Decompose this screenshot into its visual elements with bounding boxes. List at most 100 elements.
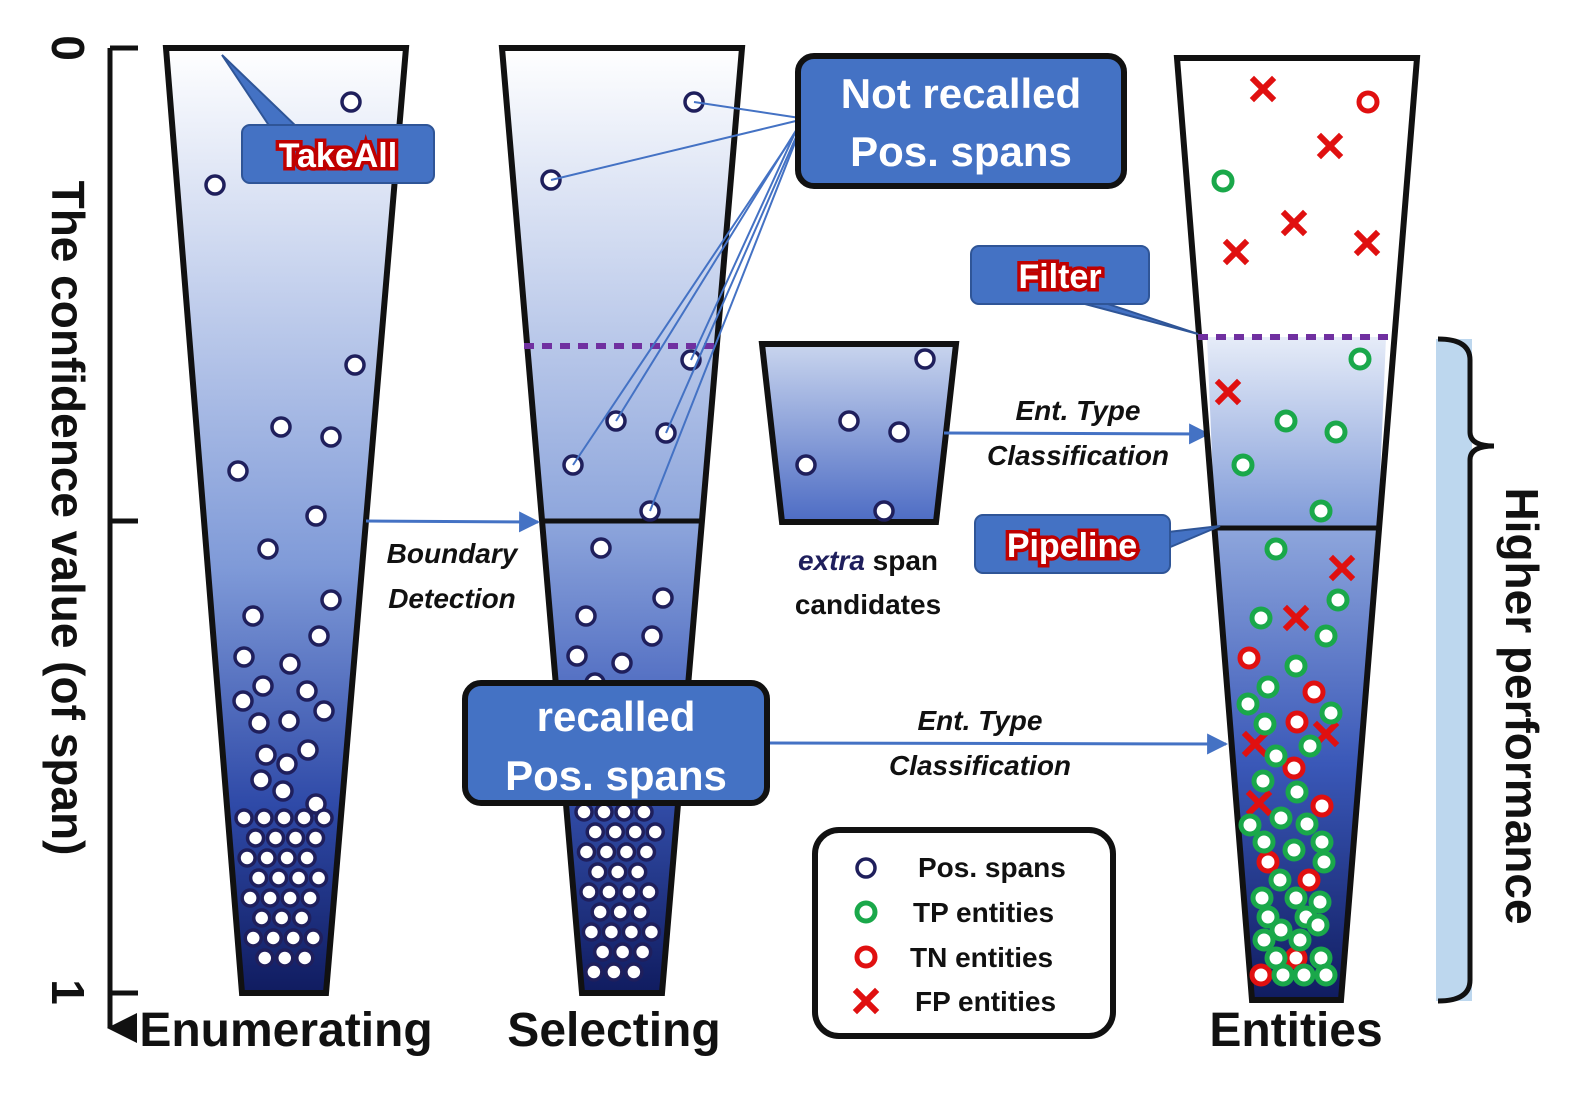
pos-span-marker (566, 645, 588, 667)
legend: Pos. spans TP entities TN entities FP en… (812, 827, 1116, 1039)
ent-type-lower-line2: Classification (889, 750, 1071, 781)
pos-span-marker (305, 828, 326, 848)
fp-entity-marker (1353, 229, 1381, 257)
pos-span-marker (601, 922, 622, 942)
pos-span-marker (574, 802, 594, 822)
extra-word: extra (798, 545, 865, 576)
axis-tick-bottom: 1 (42, 979, 94, 1005)
enumerating-funnel (162, 45, 410, 996)
pos-span-marker (233, 646, 255, 668)
tn-entity-marker (1356, 90, 1380, 114)
pos-span-marker (594, 802, 614, 822)
tn-entity-marker (1249, 963, 1273, 987)
axis-tick-top: 0 (42, 35, 94, 61)
not-recalled-box: Not recalled Pos. spans (795, 53, 1127, 189)
pos-span-marker (255, 948, 275, 968)
pos-span-marker (270, 416, 292, 438)
pos-span-marker (308, 868, 329, 888)
pos-span-marker (607, 862, 628, 882)
pos-span-marker (652, 587, 674, 609)
legend-tp-icon (854, 900, 878, 924)
tp-entity-marker (1312, 850, 1336, 874)
pos-span-marker (297, 739, 319, 761)
pos-span-marker (604, 962, 624, 982)
extra-span-cup: extra span candidates (758, 341, 960, 620)
tp-entity-marker (1298, 734, 1322, 758)
legend-pos-spans: Pos. spans (918, 852, 1066, 883)
recalled-box: recalled Pos. spans (462, 680, 770, 806)
not-recalled-pointer-lines (550, 101, 801, 512)
tp-entity-marker (1250, 886, 1274, 910)
pos-span-marker (232, 690, 254, 712)
pos-span-marker (873, 500, 895, 522)
pos-span-marker (585, 822, 605, 842)
pos-span-marker (297, 848, 317, 868)
fp-entity-marker (1214, 378, 1242, 406)
pos-span-marker (581, 922, 602, 942)
tp-entity-marker (1285, 780, 1309, 804)
fp-entity-marker (1328, 554, 1356, 582)
pos-span-marker (612, 942, 633, 962)
pos-span-marker (243, 928, 263, 948)
pos-span-marker (272, 780, 294, 802)
tp-entity-marker (1264, 537, 1288, 561)
pos-span-marker (320, 589, 342, 611)
pos-span-marker (252, 675, 274, 697)
pos-span-marker (590, 537, 612, 559)
not-recalled-line1: Not recalled (841, 70, 1081, 117)
fp-entity-marker (1280, 209, 1308, 237)
pos-span-marker (636, 842, 657, 862)
tp-entity-marker (1256, 675, 1280, 699)
pos-span-marker (344, 354, 366, 376)
pos-span-marker (234, 808, 254, 828)
pos-span-marker (227, 460, 249, 482)
pos-span-marker (838, 410, 860, 432)
pos-span-marker (605, 822, 625, 842)
axis-label: The confidence value (of span) (42, 181, 94, 856)
pos-span-marker (260, 888, 280, 908)
tp-entity-marker (1271, 963, 1295, 987)
tp-entity-marker (1314, 963, 1338, 987)
tp-entity-marker (1252, 928, 1276, 952)
tp-entity-marker (1251, 769, 1275, 793)
ent-type-lower-line1: Ent. Type (918, 705, 1043, 736)
pos-span-marker (576, 842, 597, 862)
pos-span-marker (245, 828, 266, 848)
filter-label: Filter (1018, 258, 1101, 296)
tp-entity-marker (1249, 606, 1273, 630)
pos-span-marker (599, 882, 619, 902)
pos-span-marker (320, 426, 342, 448)
tp-entity-marker (1314, 624, 1338, 648)
recalled-line1: recalled (537, 693, 696, 740)
pos-span-marker (621, 922, 642, 942)
recalled-line2: Pos. spans (505, 752, 727, 799)
pos-span-marker (584, 962, 604, 982)
pos-span-marker (268, 868, 289, 888)
pos-span-marker (795, 454, 817, 476)
tp-entity-marker (1269, 918, 1293, 942)
tp-entity-marker (1288, 928, 1312, 952)
pos-span-marker (303, 928, 323, 948)
pos-span-marker (275, 948, 295, 968)
pos-span-marker (265, 828, 286, 848)
tn-entity-marker (1297, 868, 1321, 892)
tp-entity-marker (1309, 499, 1333, 523)
fp-entity-marker (1249, 75, 1277, 103)
stage-enumerating: Enumerating (139, 1004, 432, 1057)
stage-selecting: Selecting (507, 1004, 720, 1057)
tp-entity-marker (1238, 813, 1262, 837)
tp-entity-marker (1308, 890, 1332, 914)
fp-entity-marker (1241, 730, 1269, 758)
pos-span-marker (592, 942, 613, 962)
ent-type-upper-line1: Ent. Type (1016, 395, 1141, 426)
pos-span-marker (313, 700, 335, 722)
pos-span-marker (271, 908, 292, 928)
ent-type-arrow-lower: Ent. Type Classification (767, 705, 1229, 781)
legend-tn: TN entities (910, 942, 1053, 973)
extra-pos-spans (795, 348, 936, 522)
pos-span-marker (237, 848, 257, 868)
stage-entities: Entities (1209, 1004, 1382, 1057)
pos-span-marker (277, 848, 297, 868)
pos-span-marker (296, 680, 318, 702)
